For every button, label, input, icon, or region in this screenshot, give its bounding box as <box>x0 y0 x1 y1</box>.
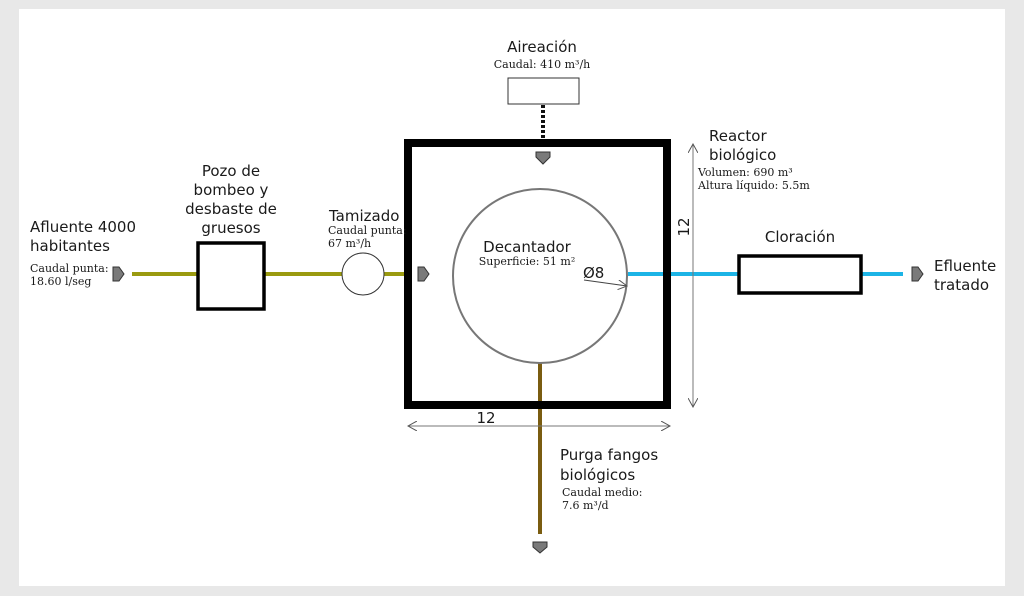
sludge-title-2: biológicos <box>560 466 635 484</box>
screening-circle[interactable] <box>341 252 385 296</box>
screening-detail-2: 67 m³/h <box>328 237 371 250</box>
reactor-detail-1: Volumen: 690 m³ <box>697 166 793 179</box>
chlorination-box[interactable] <box>737 254 863 295</box>
reactor-title-2: biológico <box>709 146 776 164</box>
sludge-detail-1: Caudal medio: <box>562 486 643 499</box>
clarifier-title: Decantador <box>483 238 571 256</box>
aeration-arrow-icon <box>535 151 551 165</box>
pumping-well-box[interactable] <box>196 241 266 311</box>
effluent-title-2: tratado <box>934 276 989 294</box>
influent-title-1: Afluente 4000 <box>30 218 136 236</box>
effluent-arrow-icon <box>911 266 924 282</box>
screening-title: Tamizado <box>328 207 399 225</box>
diameter-arrow <box>583 279 627 286</box>
reactor-inlet-arrow-icon <box>417 266 430 282</box>
width-dimension-label: 12 <box>476 409 495 427</box>
sludge-arrow-icon <box>532 541 548 554</box>
pumping-title-2: bombeo y <box>194 181 269 199</box>
influent-detail-1: Caudal punta: <box>30 262 109 275</box>
influent-title-2: habitantes <box>30 237 110 255</box>
sludge-title-1: Purga fangos <box>560 446 658 464</box>
sludge-detail-2: 7.6 m³/d <box>562 499 609 512</box>
aeration-detail: Caudal: 410 m³/h <box>494 58 591 71</box>
reactor-title-1: Reactor <box>709 127 767 145</box>
pumping-title-1: Pozo de <box>202 162 260 180</box>
pumping-title-3: desbaste de <box>185 200 277 218</box>
aeration-title: Aireación <box>507 38 577 56</box>
pumping-title-4: gruesos <box>201 219 260 237</box>
clarifier-diameter: Ø8 <box>583 264 604 282</box>
height-dimension-label: 12 <box>675 217 693 236</box>
influent-arrow-icon <box>112 266 125 282</box>
influent-detail-2: 18.60 l/seg <box>30 275 91 288</box>
reactor-box[interactable] <box>404 139 671 409</box>
effluent-title-1: Efluente <box>934 257 996 275</box>
clarifier-circle[interactable] <box>452 188 628 364</box>
chlorination-title: Cloración <box>765 228 835 246</box>
aeration-box[interactable] <box>507 77 580 105</box>
clarifier-detail: Superficie: 51 m² <box>479 255 576 268</box>
screening-detail-1: Caudal punta: <box>328 224 407 237</box>
reactor-detail-2: Altura líquido: 5.5m <box>697 179 810 192</box>
